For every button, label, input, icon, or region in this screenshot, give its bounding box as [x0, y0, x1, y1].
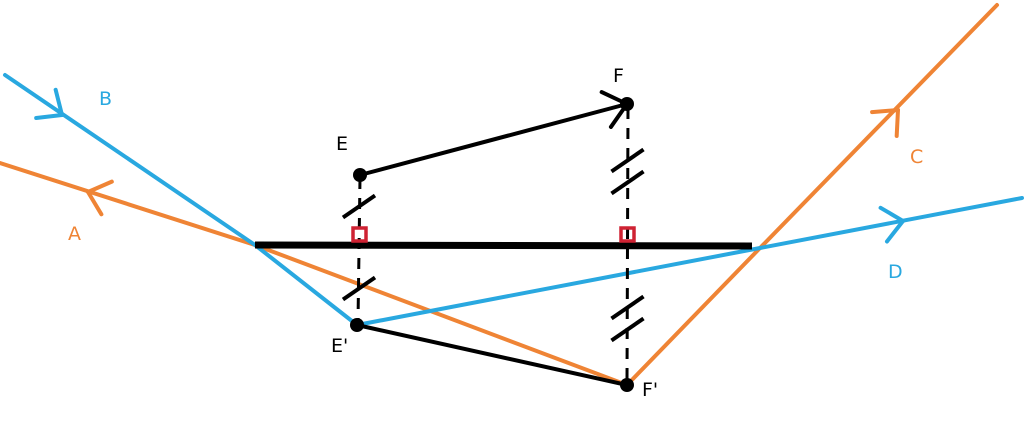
- ray-arrowheads-group: [34, 87, 905, 244]
- point-label-f: F: [613, 65, 624, 87]
- point-label-e: E: [336, 133, 348, 155]
- tick-mark-e-drop-below-1: [341, 275, 377, 302]
- point-labels-group: E F E' F': [331, 65, 658, 401]
- ray-d-reflected-path: [355, 196, 1024, 327]
- ray-label-d: D: [888, 261, 903, 283]
- ray-b-incident-path: [3, 73, 359, 327]
- ray-c-reflected-path: [625, 3, 999, 387]
- point-dot-e2: [350, 318, 364, 332]
- ray-b-arrowhead-2: [34, 113, 64, 121]
- perpendiculars-group: [341, 107, 645, 383]
- ray-b-arrowhead-1: [53, 87, 64, 117]
- perpendicular-dashed-f-drop: [625, 107, 630, 383]
- segment-ef: [358, 102, 629, 177]
- ray-a-incident-path: [0, 161, 629, 387]
- tick-mark-e-drop-above-1: [341, 193, 377, 220]
- tick-mark-f-drop-above-2: [610, 169, 645, 196]
- tick-mark-f-drop-below-1: [610, 294, 645, 321]
- ray-label-b: B: [99, 88, 112, 110]
- ray-a-arrowhead-2: [86, 179, 114, 194]
- mirror-line: [254, 241, 753, 250]
- tick-mark-f-drop-above-1: [610, 147, 645, 174]
- ray-label-c: C: [910, 146, 923, 168]
- tick-mark-f-drop-below-2: [610, 316, 645, 343]
- ray-a-arrowhead-1: [86, 190, 104, 217]
- right-angle-marker-e-drop: [351, 226, 368, 243]
- point-dot-f2: [620, 378, 634, 392]
- point-dot-f: [620, 97, 634, 111]
- segments-group: [355, 90, 629, 387]
- point-dots-group: [350, 97, 634, 392]
- ray-d-arrowhead-2: [884, 219, 905, 244]
- rays-group: [0, 3, 1024, 387]
- ray-d-arrowhead-1: [878, 205, 905, 223]
- perpendicular-dashed-e-drop: [356, 177, 362, 323]
- right-angle-markers-group: [351, 226, 636, 243]
- point-label-f-prime: F': [642, 379, 658, 401]
- ray-labels-group: A B C D: [68, 88, 923, 283]
- ray-c-arrowhead-1: [870, 108, 900, 115]
- point-label-e-prime: E': [331, 335, 348, 357]
- segment-e-prime-f-prime: [355, 323, 629, 387]
- right-angle-marker-f-drop: [619, 226, 636, 243]
- point-dot-e: [353, 168, 367, 182]
- ray-label-a: A: [68, 223, 81, 245]
- ray-c-arrowhead-2: [894, 108, 900, 138]
